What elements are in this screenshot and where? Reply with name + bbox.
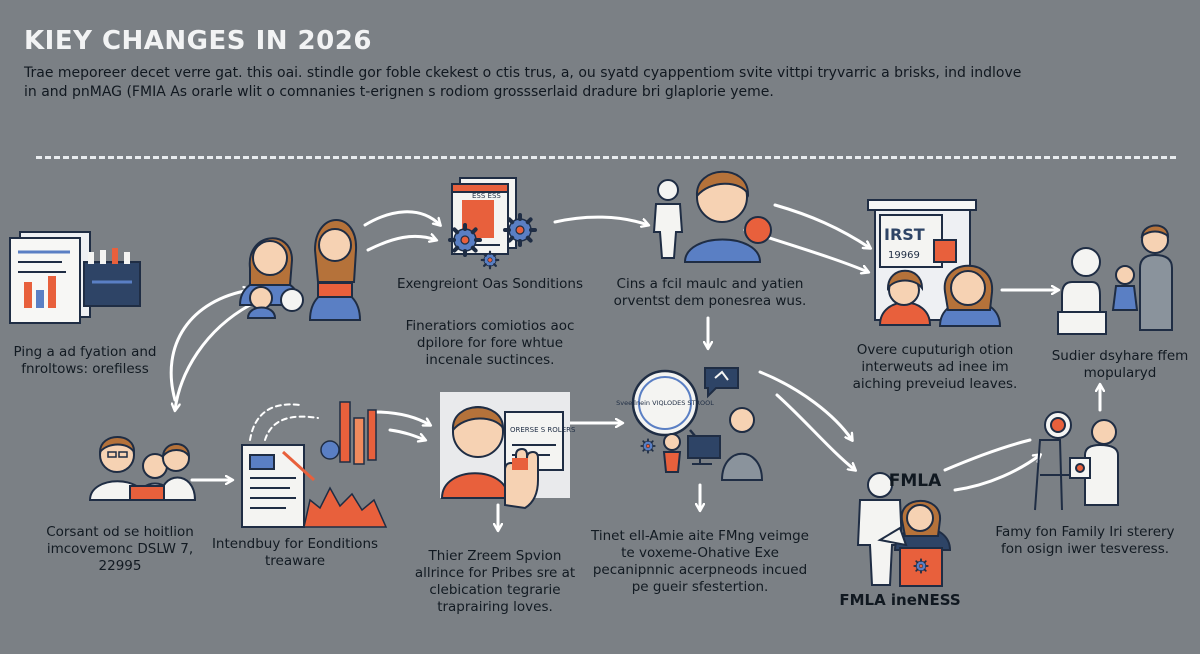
label-cins: Cins a fcil maulc and yatien orventst de… (613, 276, 807, 309)
label-exeng: Exengreiont Oas Sonditions (396, 276, 584, 292)
flow-arrow (758, 370, 852, 440)
hand-icon (504, 447, 539, 510)
checkbox-icon (241, 444, 316, 528)
label-ping: Ping a ad fyation and fnroltows: orefile… (13, 344, 157, 377)
flow-arrow (373, 410, 430, 425)
intro-text: Trae meporeer decet verre gat. this oai.… (24, 65, 1022, 100)
dashed-arrow (264, 415, 319, 441)
flow-arrow (366, 236, 436, 252)
doc-tag-text: ESS ESS (472, 192, 501, 200)
gear-icon (913, 558, 929, 574)
page-title: KIEY CHANGES IN 2026 (24, 26, 372, 56)
magnifier-icon (631, 369, 706, 449)
gear-icon (503, 213, 537, 247)
flow-arrow (953, 455, 1040, 492)
person-icon (867, 199, 1002, 327)
label-fmla: FMLA (888, 471, 942, 491)
flow-arrow (773, 203, 870, 248)
flow-arrow (363, 210, 440, 225)
person-icon (238, 219, 362, 321)
dashed-divider (36, 156, 1176, 159)
label-intendbuy: Intendbuy for Eonditions treaware (211, 536, 379, 569)
chart-icon (303, 401, 388, 528)
chat-bubble-icon (704, 367, 739, 399)
person-icon (652, 170, 772, 263)
document-stack-icon (9, 231, 141, 324)
person-icon (662, 407, 764, 481)
flow-arrow (943, 438, 1032, 472)
gear-icon (480, 250, 500, 270)
board-top-text: IRST (884, 225, 925, 244)
gear-icon (448, 223, 482, 257)
person-icon (88, 436, 197, 501)
label-tinet: Tinet ell-Amie aite FMng veimge te voxem… (591, 528, 809, 595)
flow-arrow (175, 303, 252, 410)
magnifier-text: Svee lnein VIQLODES STROOL (616, 399, 714, 407)
dashed-arrow (249, 403, 301, 441)
label-suder: Sudier dsyhare ffem mopularyd (1051, 348, 1189, 381)
flow-arrow (775, 393, 855, 470)
gear-icon (640, 438, 656, 454)
flow-arrow (169, 290, 250, 402)
label-thier: Thier Zreem Spvion allrince for Pribes s… (414, 548, 576, 615)
label-corrant: Corsant od se hoitlion imcovemonc DSLW 7… (46, 524, 194, 574)
paper-text: ORERSE S ROLERS (510, 426, 576, 434)
label-fmla-ineness: FMLA ineNESS (839, 591, 961, 609)
person-icon (1034, 411, 1119, 511)
flow-arrow (388, 428, 425, 440)
person-icon (1057, 224, 1173, 335)
label-family: Famy fon Family Iri sterery fon osign iw… (995, 524, 1175, 557)
label-overe: Overe cuputurigh otion interweuts ad ine… (852, 342, 1018, 392)
monitor-icon (687, 435, 721, 465)
person-icon (856, 472, 952, 587)
flow-arrow (553, 215, 648, 225)
label-fineration: Fineratiors comiotios aoc dpilore for fo… (405, 318, 575, 368)
board-num-text: 19969 (888, 250, 920, 261)
